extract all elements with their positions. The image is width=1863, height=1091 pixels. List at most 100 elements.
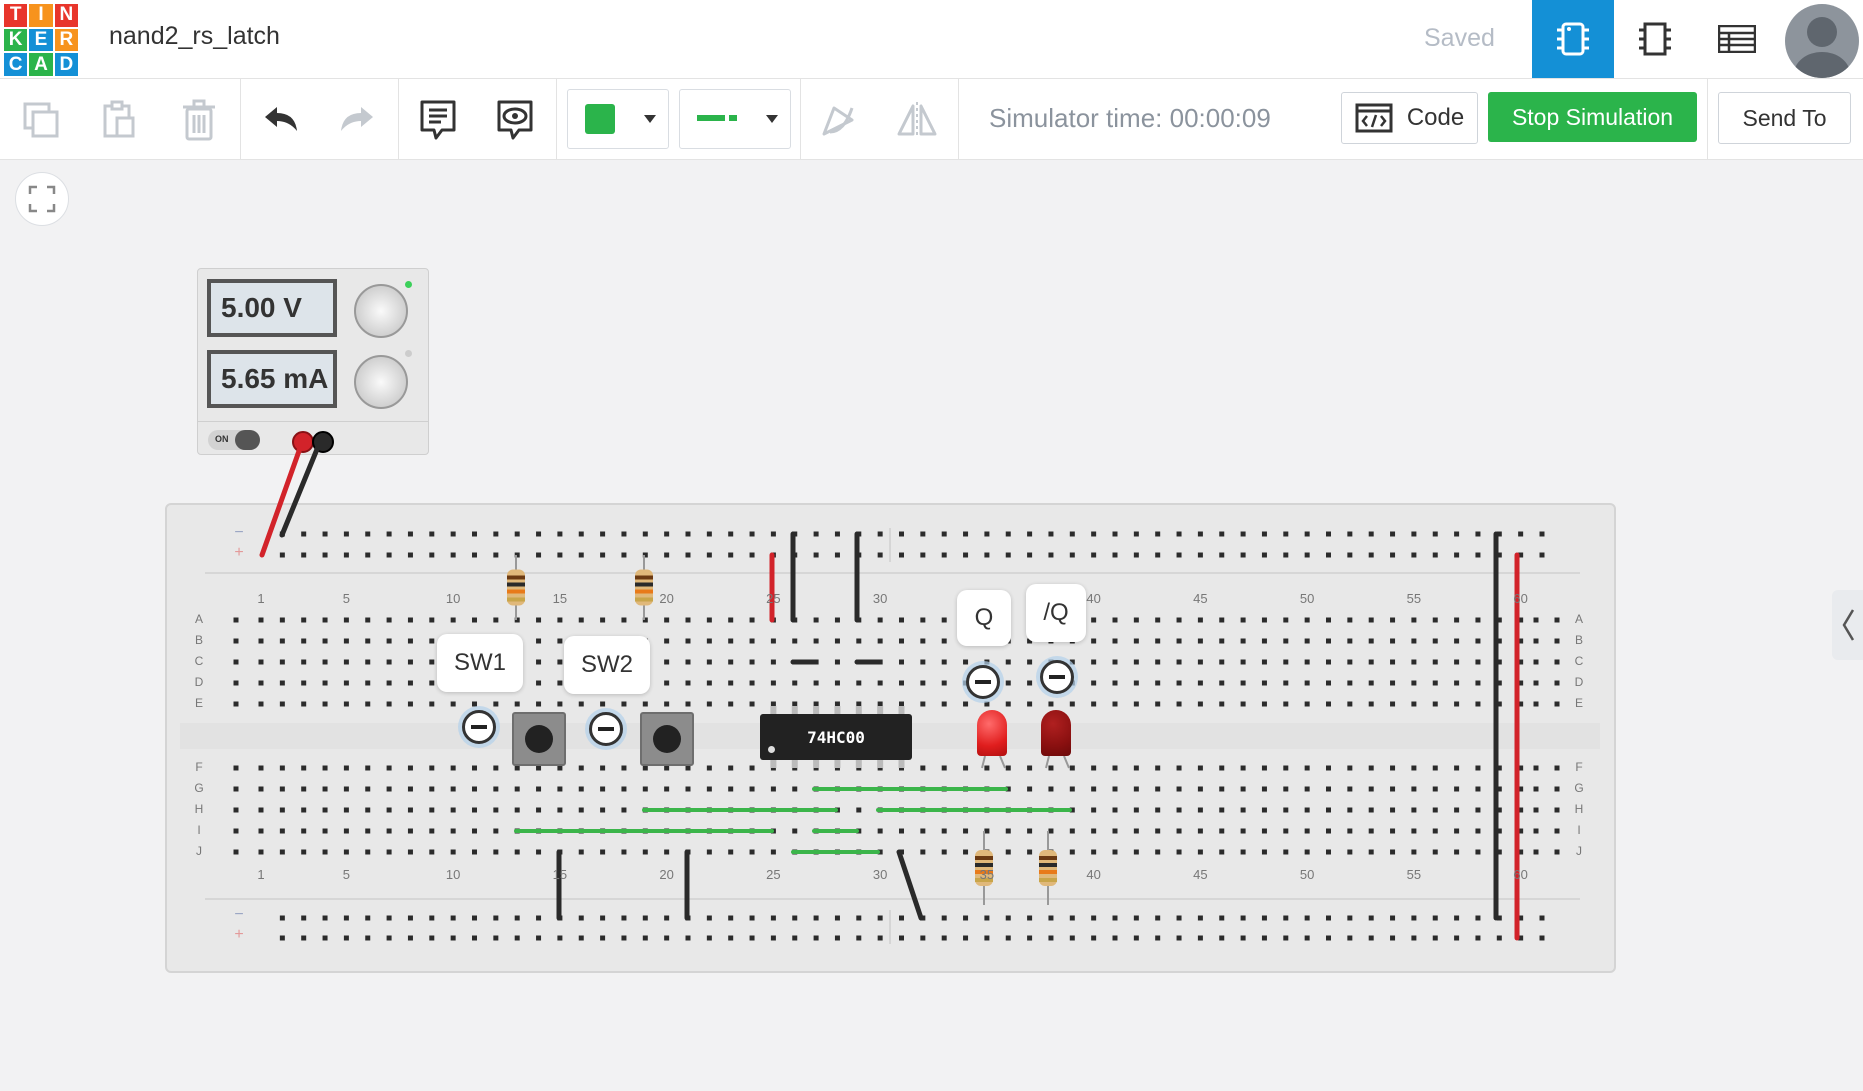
hole[interactable]: [557, 552, 563, 558]
hole[interactable]: [1475, 935, 1481, 941]
hole[interactable]: [1539, 935, 1545, 941]
hole[interactable]: [728, 935, 734, 941]
hole[interactable]: [1475, 765, 1481, 771]
hole[interactable]: [493, 807, 499, 813]
hole[interactable]: [1197, 552, 1203, 558]
hole[interactable]: [493, 828, 499, 834]
hole[interactable]: [1390, 828, 1396, 834]
hole[interactable]: [899, 531, 904, 537]
hole[interactable]: [1518, 680, 1524, 686]
hole[interactable]: [941, 531, 947, 537]
hole[interactable]: [1240, 680, 1246, 686]
hole[interactable]: [450, 807, 456, 813]
hole[interactable]: [1155, 638, 1161, 644]
hole[interactable]: [301, 701, 307, 707]
hole[interactable]: [258, 701, 264, 707]
hole[interactable]: [514, 552, 520, 558]
hole[interactable]: [685, 935, 691, 941]
hole[interactable]: [1347, 659, 1353, 665]
paste-button[interactable]: [96, 97, 142, 143]
hole[interactable]: [1518, 638, 1524, 644]
hole[interactable]: [877, 828, 883, 834]
hole[interactable]: [536, 638, 542, 644]
hole[interactable]: [1176, 552, 1182, 558]
schematic-view-button[interactable]: [1614, 0, 1696, 78]
hole[interactable]: [1533, 680, 1539, 686]
hole[interactable]: [1261, 807, 1267, 813]
hole[interactable]: [493, 849, 499, 855]
hole[interactable]: [1347, 531, 1353, 537]
hole[interactable]: [450, 701, 456, 707]
hole[interactable]: [1261, 552, 1267, 558]
hole[interactable]: [1069, 807, 1075, 813]
hole[interactable]: [1390, 659, 1396, 665]
hole[interactable]: [1518, 765, 1524, 771]
hole[interactable]: [514, 807, 520, 813]
hole[interactable]: [1326, 935, 1331, 941]
hole[interactable]: [301, 531, 307, 537]
hole[interactable]: [685, 659, 691, 665]
hole[interactable]: [1027, 828, 1033, 834]
hole[interactable]: [429, 935, 435, 941]
hole[interactable]: [984, 915, 990, 921]
hole[interactable]: [770, 849, 776, 855]
hole[interactable]: [792, 638, 798, 644]
hole[interactable]: [557, 701, 563, 707]
hole[interactable]: [749, 701, 755, 707]
hole[interactable]: [856, 638, 862, 644]
hole[interactable]: [621, 935, 627, 941]
q-label[interactable]: Q: [957, 590, 1011, 646]
hole[interactable]: [1283, 786, 1289, 792]
hole[interactable]: [1304, 659, 1310, 665]
hole[interactable]: [834, 915, 840, 921]
hole[interactable]: [728, 765, 734, 771]
hole[interactable]: [1176, 807, 1182, 813]
hole[interactable]: [472, 552, 477, 558]
hole[interactable]: [600, 935, 606, 941]
hole[interactable]: [1554, 638, 1560, 644]
hole[interactable]: [1133, 617, 1139, 623]
hole[interactable]: [941, 828, 947, 834]
hole[interactable]: [1133, 786, 1139, 792]
hole[interactable]: [941, 617, 947, 623]
hole[interactable]: [1261, 765, 1267, 771]
hole[interactable]: [407, 935, 413, 941]
hole[interactable]: [1368, 915, 1374, 921]
hole[interactable]: [1027, 638, 1033, 644]
hole[interactable]: [749, 680, 755, 686]
hole[interactable]: [1069, 552, 1075, 558]
hole[interactable]: [557, 935, 563, 941]
hole[interactable]: [301, 617, 307, 623]
hole[interactable]: [1347, 786, 1353, 792]
hole[interactable]: [1197, 915, 1203, 921]
hole[interactable]: [664, 915, 670, 921]
hole[interactable]: [1411, 701, 1417, 707]
hole[interactable]: [322, 915, 328, 921]
hole[interactable]: [834, 680, 840, 686]
hole[interactable]: [600, 531, 606, 537]
redo-button[interactable]: [334, 97, 380, 143]
hole[interactable]: [749, 617, 755, 623]
hole[interactable]: [1197, 701, 1203, 707]
hole[interactable]: [1518, 828, 1524, 834]
hole[interactable]: [920, 765, 926, 771]
fit-view-button[interactable]: [15, 172, 69, 226]
hole[interactable]: [365, 807, 371, 813]
pushbutton-sw2[interactable]: [640, 712, 694, 766]
hole[interactable]: [429, 849, 435, 855]
hole[interactable]: [407, 638, 413, 644]
hole[interactable]: [899, 680, 904, 686]
wire-style-dropdown[interactable]: [679, 89, 791, 149]
hole[interactable]: [472, 828, 477, 834]
hole[interactable]: [1304, 638, 1310, 644]
hole[interactable]: [578, 935, 584, 941]
hole[interactable]: [1475, 659, 1481, 665]
hole[interactable]: [770, 680, 776, 686]
hole[interactable]: [1496, 617, 1502, 623]
hole[interactable]: [279, 659, 285, 665]
hole[interactable]: [1496, 935, 1502, 941]
hole[interactable]: [1390, 935, 1396, 941]
hole[interactable]: [1326, 807, 1331, 813]
hole[interactable]: [386, 935, 392, 941]
hole[interactable]: [386, 638, 392, 644]
